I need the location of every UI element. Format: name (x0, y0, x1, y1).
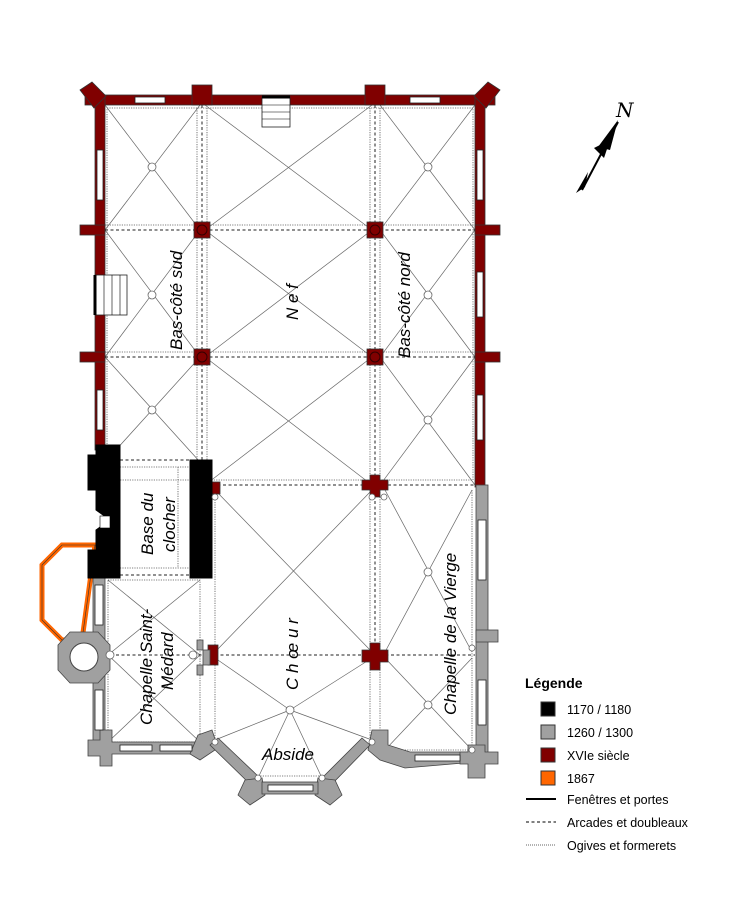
label-bas-cote-sud: Bas-côté sud (167, 250, 186, 350)
label-chapelle-st-medard-2: Médard (158, 632, 177, 690)
legend-title: Légende (525, 675, 583, 691)
walls-1170-1180 (87, 444, 213, 579)
legend-item-1170: 1170 / 1180 (567, 703, 631, 717)
walls-1260-1300 (57, 484, 499, 806)
legend: Légende 1170 / 1180 1260 / 1300 XVIe siè… (525, 675, 689, 853)
legend-item-16th: XVIe siècle (567, 749, 630, 763)
walls-16th-century (79, 81, 501, 671)
north-label: N (615, 98, 635, 122)
label-base-clocher-2: clocher (160, 496, 179, 552)
legend-item-1867: 1867 (567, 772, 595, 786)
label-chapelle-vierge: Chapelle de la Vierge (441, 553, 460, 715)
label-choeur: C h œ u r (283, 617, 302, 690)
label-chapelle-st-medard-1: Chapelle Saint- (137, 608, 156, 725)
label-bas-cote-nord: Bas-côté nord (395, 252, 414, 358)
label-abside: Abside (261, 745, 314, 764)
stair-turret-1867 (39, 542, 98, 643)
label-base-clocher-1: Base du (138, 492, 157, 555)
label-nef: N e f (283, 282, 302, 320)
north-arrow-icon: N (576, 98, 635, 193)
windows (93, 95, 484, 441)
keystones (105, 162, 476, 782)
arcades (105, 105, 475, 656)
legend-item-1260: 1260 / 1300 (567, 726, 633, 740)
legend-line-windows: Fenêtres et portes (567, 793, 668, 807)
legend-line-arcades: Arcades et doubleaux (567, 816, 689, 830)
legend-line-ogives: Ogives et formerets (567, 839, 676, 853)
